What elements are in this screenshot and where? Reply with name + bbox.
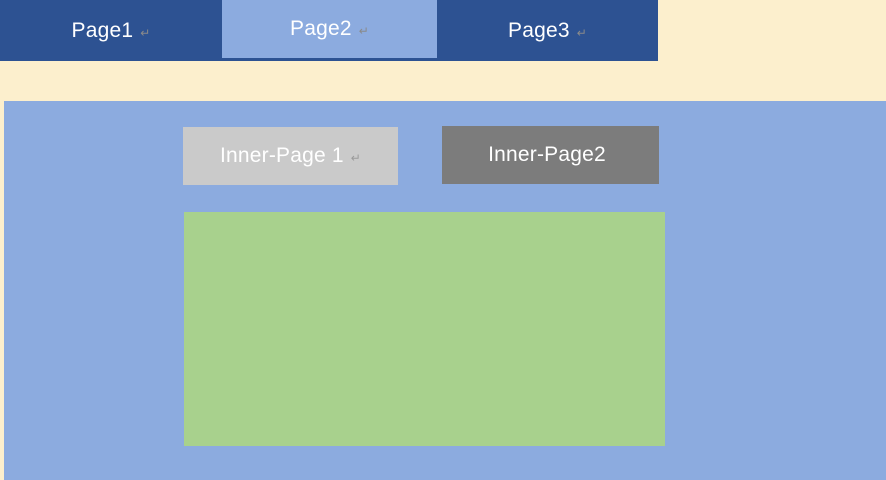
return-arrow-icon: ↵ (350, 151, 362, 165)
nav-tab-page1-label: Page1 (71, 18, 134, 42)
content-panel: Inner-Page 1 ↵ Inner-Page2 (4, 101, 886, 480)
nav-tab-page1[interactable]: Page1 ↵ (0, 0, 222, 61)
top-navigation-bar: Page1 ↵ Page2 ↵ Page3 ↵ (0, 0, 658, 61)
inner-page-2-label: Inner-Page2 (488, 143, 606, 166)
nav-tab-page3[interactable]: Page3 ↵ (437, 0, 658, 61)
inner-page-1-label: Inner-Page 1 (219, 144, 344, 167)
inner-page-2-button[interactable]: Inner-Page2 (442, 126, 659, 184)
inner-page-1-button[interactable]: Inner-Page 1 ↵ (183, 127, 398, 185)
return-arrow-icon: ↵ (358, 24, 369, 38)
nav-tab-page2-label: Page2 (290, 17, 352, 40)
nav-tab-page3-label: Page3 (508, 18, 570, 42)
return-arrow-icon: ↵ (140, 25, 151, 40)
return-arrow-icon: ↵ (576, 25, 587, 40)
nav-tab-page2[interactable]: Page2 ↵ (222, 0, 437, 58)
separator-band (0, 61, 886, 101)
inner-content-area (184, 212, 665, 446)
